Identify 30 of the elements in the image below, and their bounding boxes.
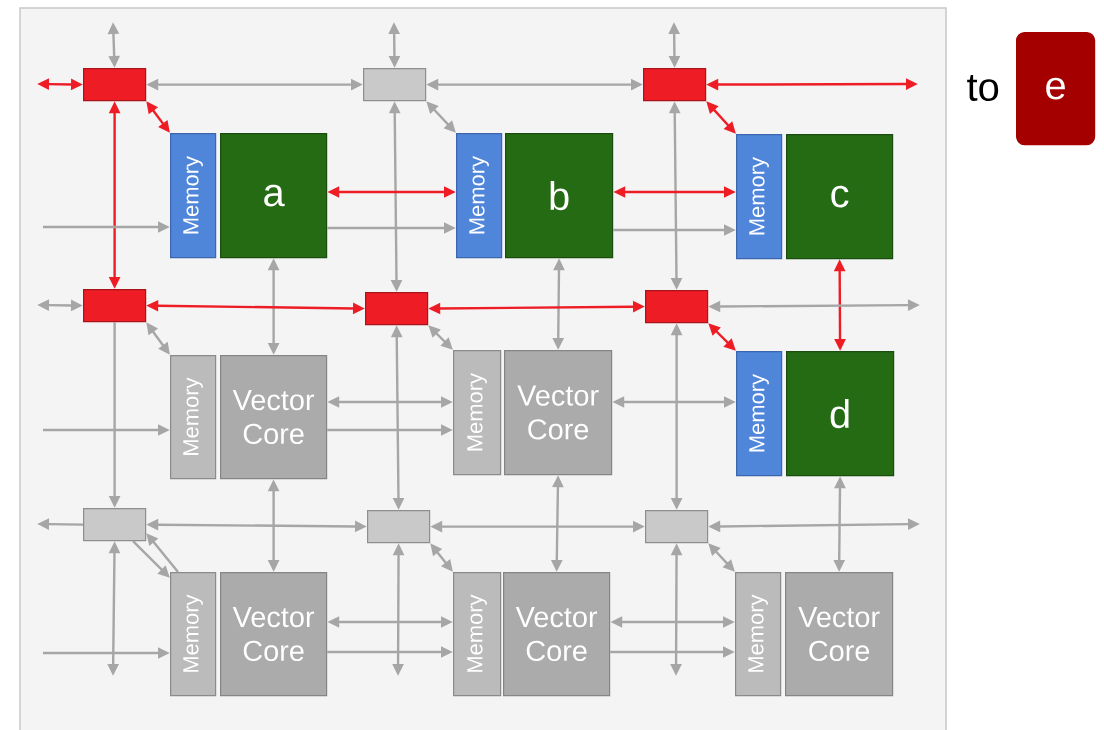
router-box <box>83 289 147 323</box>
memory-box: Memory <box>170 133 217 259</box>
router-box <box>365 292 429 326</box>
router-box <box>367 510 431 544</box>
memory-box: Memory <box>170 355 217 480</box>
core-box: Vector Core <box>220 355 328 480</box>
core-box: c <box>786 134 894 260</box>
router-box <box>83 508 147 542</box>
memory-box: Memory <box>453 572 502 697</box>
output-box: e <box>1016 32 1096 146</box>
router-box <box>645 510 709 544</box>
router-box <box>363 68 427 102</box>
memory-box: Memory <box>736 134 783 260</box>
memory-box: Memory <box>453 350 502 476</box>
router-box <box>83 68 147 102</box>
core-box: Vector Core <box>504 350 613 476</box>
core-box: a <box>220 133 328 259</box>
router-box <box>645 290 709 324</box>
core-box: b <box>505 133 614 259</box>
arrow <box>132 540 170 578</box>
memory-box: Memory <box>735 572 782 697</box>
memory-box: Memory <box>736 351 783 477</box>
beside-label: to <box>967 74 999 102</box>
core-box: Vector Core <box>220 572 328 697</box>
router-box <box>643 68 707 102</box>
core-box: Vector Core <box>503 572 611 697</box>
memory-box: Memory <box>456 133 503 259</box>
core-box: Vector Core <box>785 572 894 697</box>
memory-box: Memory <box>170 572 217 697</box>
core-box: d <box>786 351 895 477</box>
